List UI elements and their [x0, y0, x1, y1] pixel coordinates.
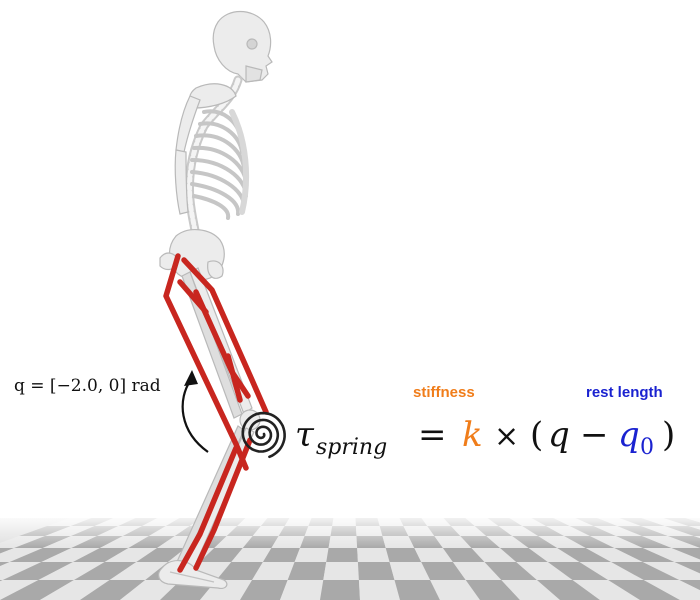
floor-tile: [585, 548, 643, 562]
muscle-shin: [193, 437, 253, 571]
floor-tile: [674, 562, 700, 574]
floor-tile: [240, 580, 288, 600]
floor-tile: [320, 580, 360, 600]
stiffness-label: stiffness: [413, 384, 475, 401]
ribcage: [190, 109, 250, 220]
floor-tile: [394, 580, 440, 600]
rotation-arrow: [181, 370, 209, 453]
muscle-short-thigh: [177, 279, 209, 315]
floor-tile: [452, 562, 502, 580]
floor-tile: [136, 548, 186, 562]
floor-tile: [671, 548, 700, 560]
floor-tile: [611, 562, 680, 580]
floor-tile: [642, 562, 700, 580]
floor-tile: [536, 580, 600, 600]
floor-tile: [323, 562, 359, 580]
floor-tile: [0, 548, 43, 562]
floor-tile: [0, 580, 3, 582]
skull: [212, 10, 273, 83]
floor-tile: [389, 562, 431, 580]
floor-tile: [608, 580, 680, 600]
floor-tile: [614, 548, 675, 562]
equation-k: k: [462, 415, 483, 455]
floor-tile: [0, 580, 75, 600]
floor-tile: [2, 562, 73, 580]
floor-tile: [287, 562, 327, 580]
floor-tile: [0, 562, 42, 580]
muscle-rectus-femoris: [181, 257, 269, 415]
joint-range-label: q = [−2.0, 0] rad: [14, 376, 161, 396]
equation-minus: −: [580, 415, 609, 455]
floor-tile: [430, 580, 480, 600]
floor-tile: [484, 562, 537, 580]
floor-tile: [109, 562, 168, 580]
floor-tile: [516, 562, 573, 580]
floor-tile: [120, 580, 181, 600]
floor-tile: [40, 580, 110, 600]
floor-tile: [501, 580, 560, 600]
floor-tile: [357, 562, 395, 580]
equation-close-paren: ): [662, 415, 675, 455]
floor-tile: [421, 562, 466, 580]
floor-tile: [41, 548, 100, 562]
floor-tile: [528, 548, 580, 562]
floor-tile: [471, 548, 517, 562]
floor-tile: [104, 548, 158, 562]
floor-tile: [385, 548, 422, 562]
floor-tile: [557, 548, 612, 562]
floor-tile: [679, 580, 700, 591]
spiral-spring-icon: [241, 411, 286, 459]
floor-tile: [294, 548, 329, 562]
floor-tile: [465, 580, 520, 600]
floor-tile: [216, 562, 263, 580]
floor-tile: [199, 548, 243, 562]
equation-times: ×: [494, 419, 519, 454]
floor-tile: [80, 580, 146, 600]
checkered-floor: [0, 518, 700, 600]
equation-subscript: spring: [316, 435, 387, 460]
floor-tile: [326, 548, 358, 562]
equation-q0: q: [618, 415, 640, 455]
equation-equals: =: [418, 415, 447, 455]
equation-open-paren: (: [530, 415, 543, 455]
floor-tile: [414, 548, 453, 562]
floor-tile: [357, 548, 390, 562]
floor-tile: [72, 548, 129, 562]
floor-tile: [643, 548, 700, 562]
floor-tile: [579, 562, 644, 580]
floor-tile: [74, 562, 137, 580]
equation-q: q: [548, 415, 570, 455]
rest-length-label: rest length: [586, 384, 663, 401]
floor-tile: [358, 580, 400, 600]
floor-tile: [252, 562, 295, 580]
floor-tile: [442, 548, 485, 562]
floor-tile: [9, 548, 72, 562]
muscle-calf-inner: [225, 353, 243, 403]
muscle-gastrocnemius: [177, 445, 239, 573]
shoulder-arm: [174, 83, 237, 215]
floor-tile: [262, 548, 300, 562]
floor-tile: [572, 580, 640, 600]
equation-tau: τ: [295, 415, 315, 455]
spine: [185, 75, 243, 253]
floor-tile: [231, 548, 272, 562]
floor-tile: [0, 548, 15, 554]
floor-tile: [38, 562, 105, 580]
spring-torque-equation: τ spring = k × ( q − q 0 ): [295, 415, 675, 460]
floor-tile: [280, 580, 324, 600]
equation-q0-subscript: 0: [640, 435, 654, 460]
floor-tile: [500, 548, 548, 562]
floor-tile: [0, 562, 10, 567]
floor-tile: [643, 580, 700, 600]
floor-tile: [547, 562, 609, 580]
muscles: [163, 253, 269, 573]
